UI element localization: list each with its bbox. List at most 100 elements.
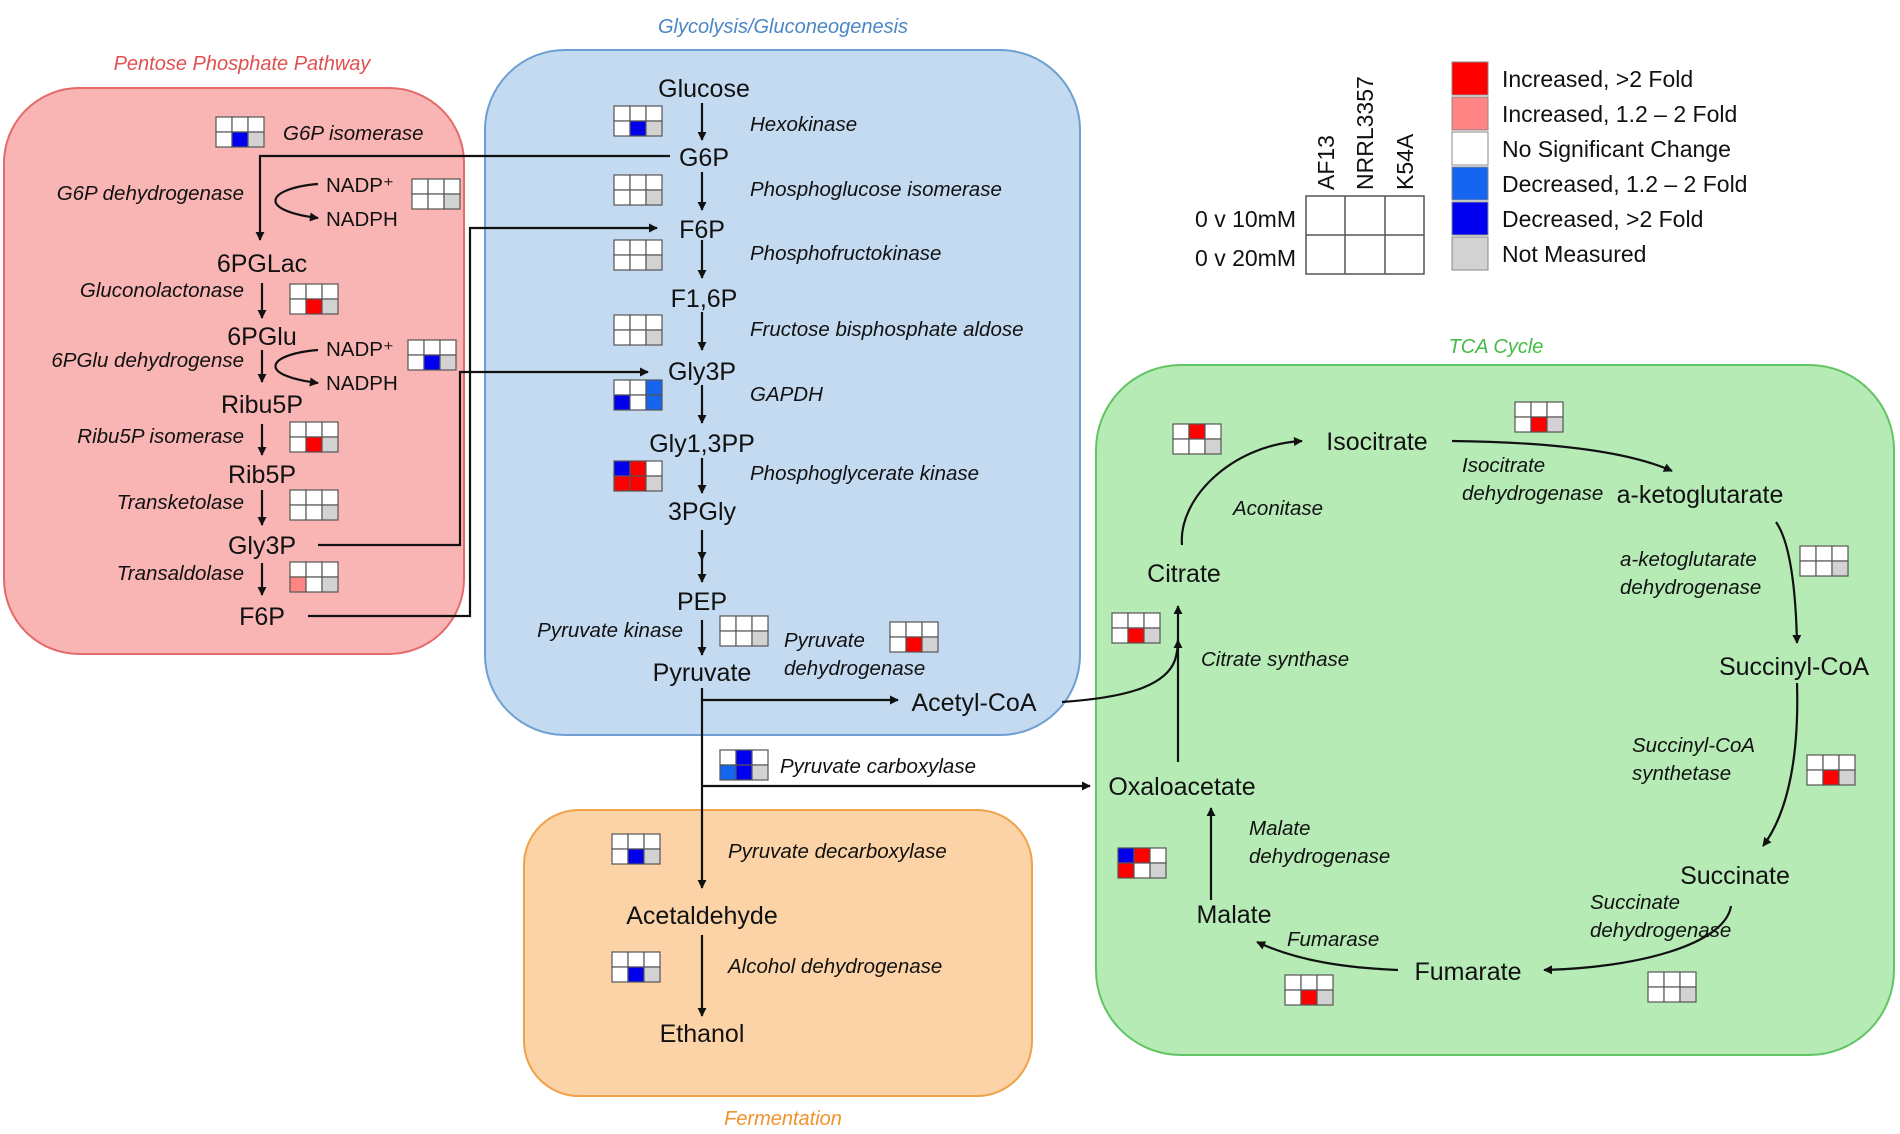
legend-item: Decreased, 1.2 – 2 Fold [1451,166,1747,201]
grid-cell [1117,847,1135,864]
cofactor-nadp-2: NADP⁺ [326,338,394,361]
enzyme-label-adh: Alcohol dehydrogenase [726,955,942,978]
grid-cell [427,193,445,210]
grid-cell [305,436,323,453]
enzyme-label-pyk: Pyruvate kinase [537,619,683,642]
grid-cell [215,131,233,148]
enzyme-label-pgi: Phosphoglucose isomerase [750,178,1002,201]
metabolite-gly13pp: Gly1,3PP [649,430,755,458]
legend-strain-af13: AF13 [1313,135,1339,190]
grid-cell [905,621,923,638]
enzyme-label-g6pdh: G6P dehydrogenase [57,182,244,205]
legend-swatch [1451,61,1489,96]
enzyme-g6pdh: G6P dehydrogenase [57,178,461,210]
grid-cell [1546,401,1564,418]
legend-item: Not Measured [1451,236,1646,271]
enzyme-label-line: a-ketoglutarate [1620,548,1757,571]
arrow-ppp-f6p-to-glycolysis [308,223,658,618]
grid-cell [321,283,339,300]
metabolite-labels: Glucose G6P F6P F1,6P Gly3P Gly1,3PP 3PG… [217,75,1870,1048]
grid-cell [719,764,737,781]
legend-comparison-20mm: 0 v 20mM [1195,245,1296,271]
enzyme-grid-pgk [613,460,663,492]
metabolite-a-ketoglutarate: a-ketoglutarate [1617,481,1784,509]
glycolysis-box [484,49,1081,736]
grid-cell [613,105,631,122]
grid-cell [627,833,645,850]
arrow-citrate-isocitrate [1180,436,1303,546]
grid-cell [643,966,661,983]
grid-cell [423,354,441,371]
arrow-nadp-nadph-2 [274,348,319,387]
grid-cell [1316,974,1334,991]
grid-cell [289,561,307,578]
grid-cell [321,489,339,506]
enzyme-grid-cs [1111,612,1161,644]
grid-cell [427,178,445,195]
enzyme-grid-aldolase [613,314,663,346]
metabolite-gly3p: Gly3P [668,358,736,386]
metabolite-fumarate: Fumarate [1415,958,1522,986]
enzyme-grid-pdc [611,833,661,865]
grid-cell [1647,986,1665,1003]
grid-cell [921,621,939,638]
grid-cell [1530,416,1548,433]
enzyme-label-line: Pyruvate decarboxylase [728,840,947,863]
grid-cell [613,394,631,411]
grid-cell [407,354,425,371]
legend-item: Decreased, >2 Fold [1451,201,1703,236]
grid-cell [321,421,339,438]
grid-cell [321,436,339,453]
enzyme-cs: Citrate synthase [1111,612,1349,671]
enzyme-label-pgk: Phosphoglycerate kinase [750,462,979,485]
metabolite-ethanol: Ethanol [660,1020,745,1048]
legend-label: Increased, 1.2 – 2 Fold [1502,101,1737,127]
arrow-nadp-nadph-1 [274,182,319,222]
metabolite-oxaloacetate: Oxaloacetate [1108,773,1255,801]
enzyme-label-aconitase: Aconitase [1231,497,1323,520]
enzyme-label-line: G6P dehydrogenase [57,182,244,205]
grid-cell [751,630,769,647]
enzyme-aconitase: Aconitase [1172,423,1323,520]
enzyme-label-line: Gluconolactonase [80,279,244,302]
enzyme-label-g6pi: G6P isomerase [283,122,424,145]
enzyme-grid-idh [1514,401,1564,433]
grid-cell [735,764,753,781]
enzyme-label-line: Fumarase [1287,928,1379,951]
grid-cell [321,504,339,521]
glycolysis-group: Glycolysis/Gluconeogenesis [484,16,1081,736]
grid-cell [1663,986,1681,1003]
metabolite-malate: Malate [1196,901,1271,929]
grid-cell [423,339,441,356]
legend-strain-nrrl3357: NRRL3357 [1352,76,1378,190]
metabolite-ppp-f6p: F6P [239,603,285,631]
grid-cell [645,189,663,206]
legend-swatch [1451,166,1489,201]
enzyme-aldolase: Fructose bisphosphate aldose [613,314,1024,346]
legend-swatch [1451,131,1489,166]
grid-cell [629,394,647,411]
legend-label: No Significant Change [1502,136,1731,162]
grid-cell [613,379,631,396]
enzyme-grid-gapdh [613,379,663,411]
enzyme-grid-aconitase [1172,423,1222,455]
enzyme-grid-gluconolactonase [289,283,339,315]
enzyme-label-line: Alcohol dehydrogenase [726,955,942,978]
metabolite-isocitrate: Isocitrate [1326,428,1427,456]
grid-cell [407,339,425,356]
grid-cell [247,131,265,148]
grid-cell [1188,423,1206,440]
grid-cell [627,848,645,865]
metabolite-rib5p: Rib5P [228,461,296,489]
legend-label: Not Measured [1502,241,1646,267]
enzyme-label-fumarase: Fumarase [1287,928,1379,951]
grid-cell [1300,989,1318,1006]
enzyme-label-line: Ribu5P isomerase [77,425,244,448]
metabolite-pep: PEP [677,588,727,616]
arrow-g6p-6pglac [255,154,670,241]
grid-cell [1111,612,1129,629]
